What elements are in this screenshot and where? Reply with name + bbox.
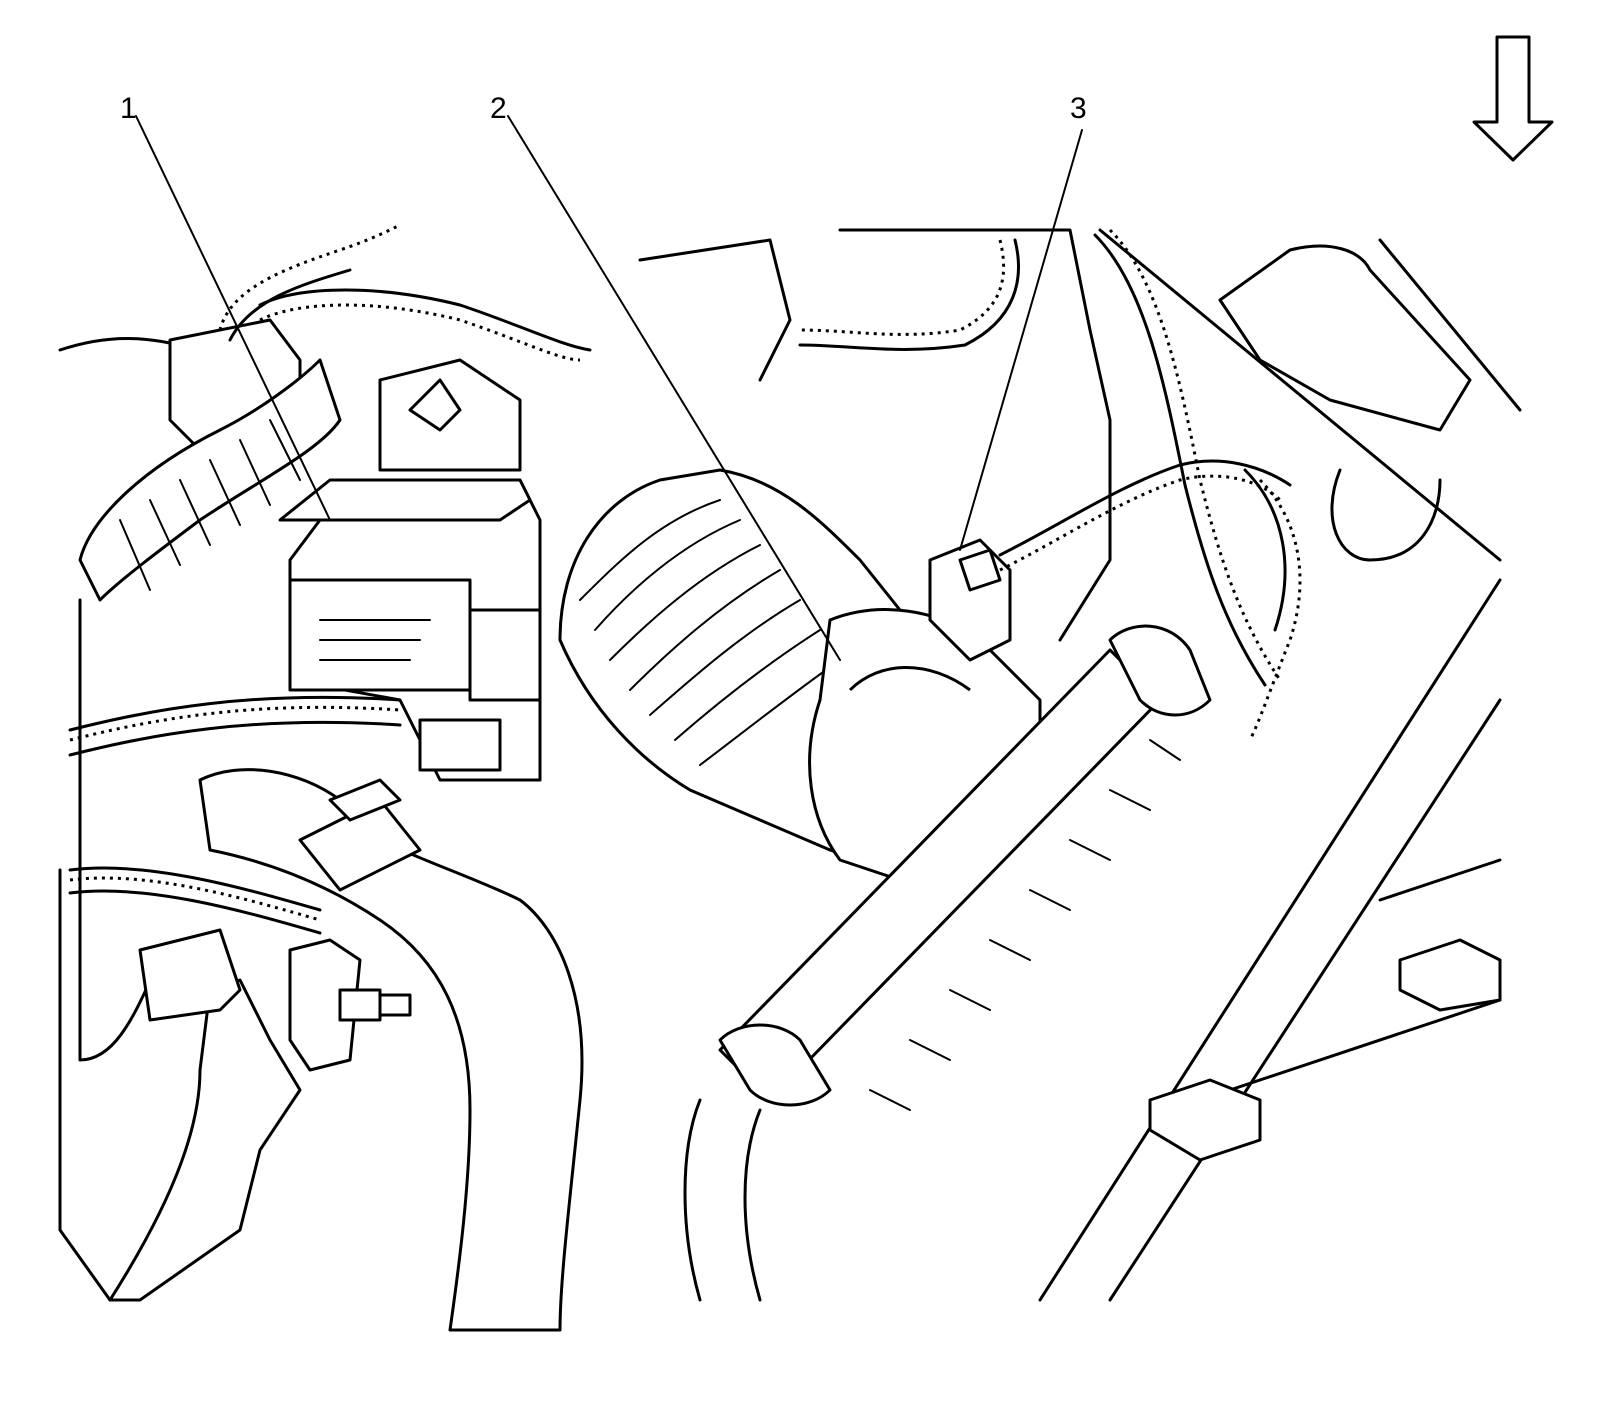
retaining-clips [1148, 938, 1502, 1162]
down-arrow-icon [1472, 35, 1554, 162]
mount-bracket [108, 928, 412, 1302]
callout-1-leader [135, 115, 331, 521]
radiator-crossmember [683, 624, 1212, 1302]
callout-3-leader [959, 129, 1083, 551]
right-wiring-harness [798, 228, 1302, 741]
sensor-connector [928, 459, 1292, 662]
engine-control-module [278, 358, 542, 782]
callout-2-leader [507, 115, 841, 661]
left-wiring-harness [68, 695, 402, 935]
left-corrugated-duct [78, 358, 342, 602]
upper-radiator-hose [198, 768, 584, 1332]
callout-leaders [135, 115, 1083, 661]
callout-1-label: 1 [120, 92, 137, 125]
callout-3-label: 3 [1070, 92, 1087, 125]
callout-2-label: 2 [490, 92, 507, 125]
intake-air-duct [558, 468, 1042, 882]
engine-background [58, 228, 1522, 1302]
